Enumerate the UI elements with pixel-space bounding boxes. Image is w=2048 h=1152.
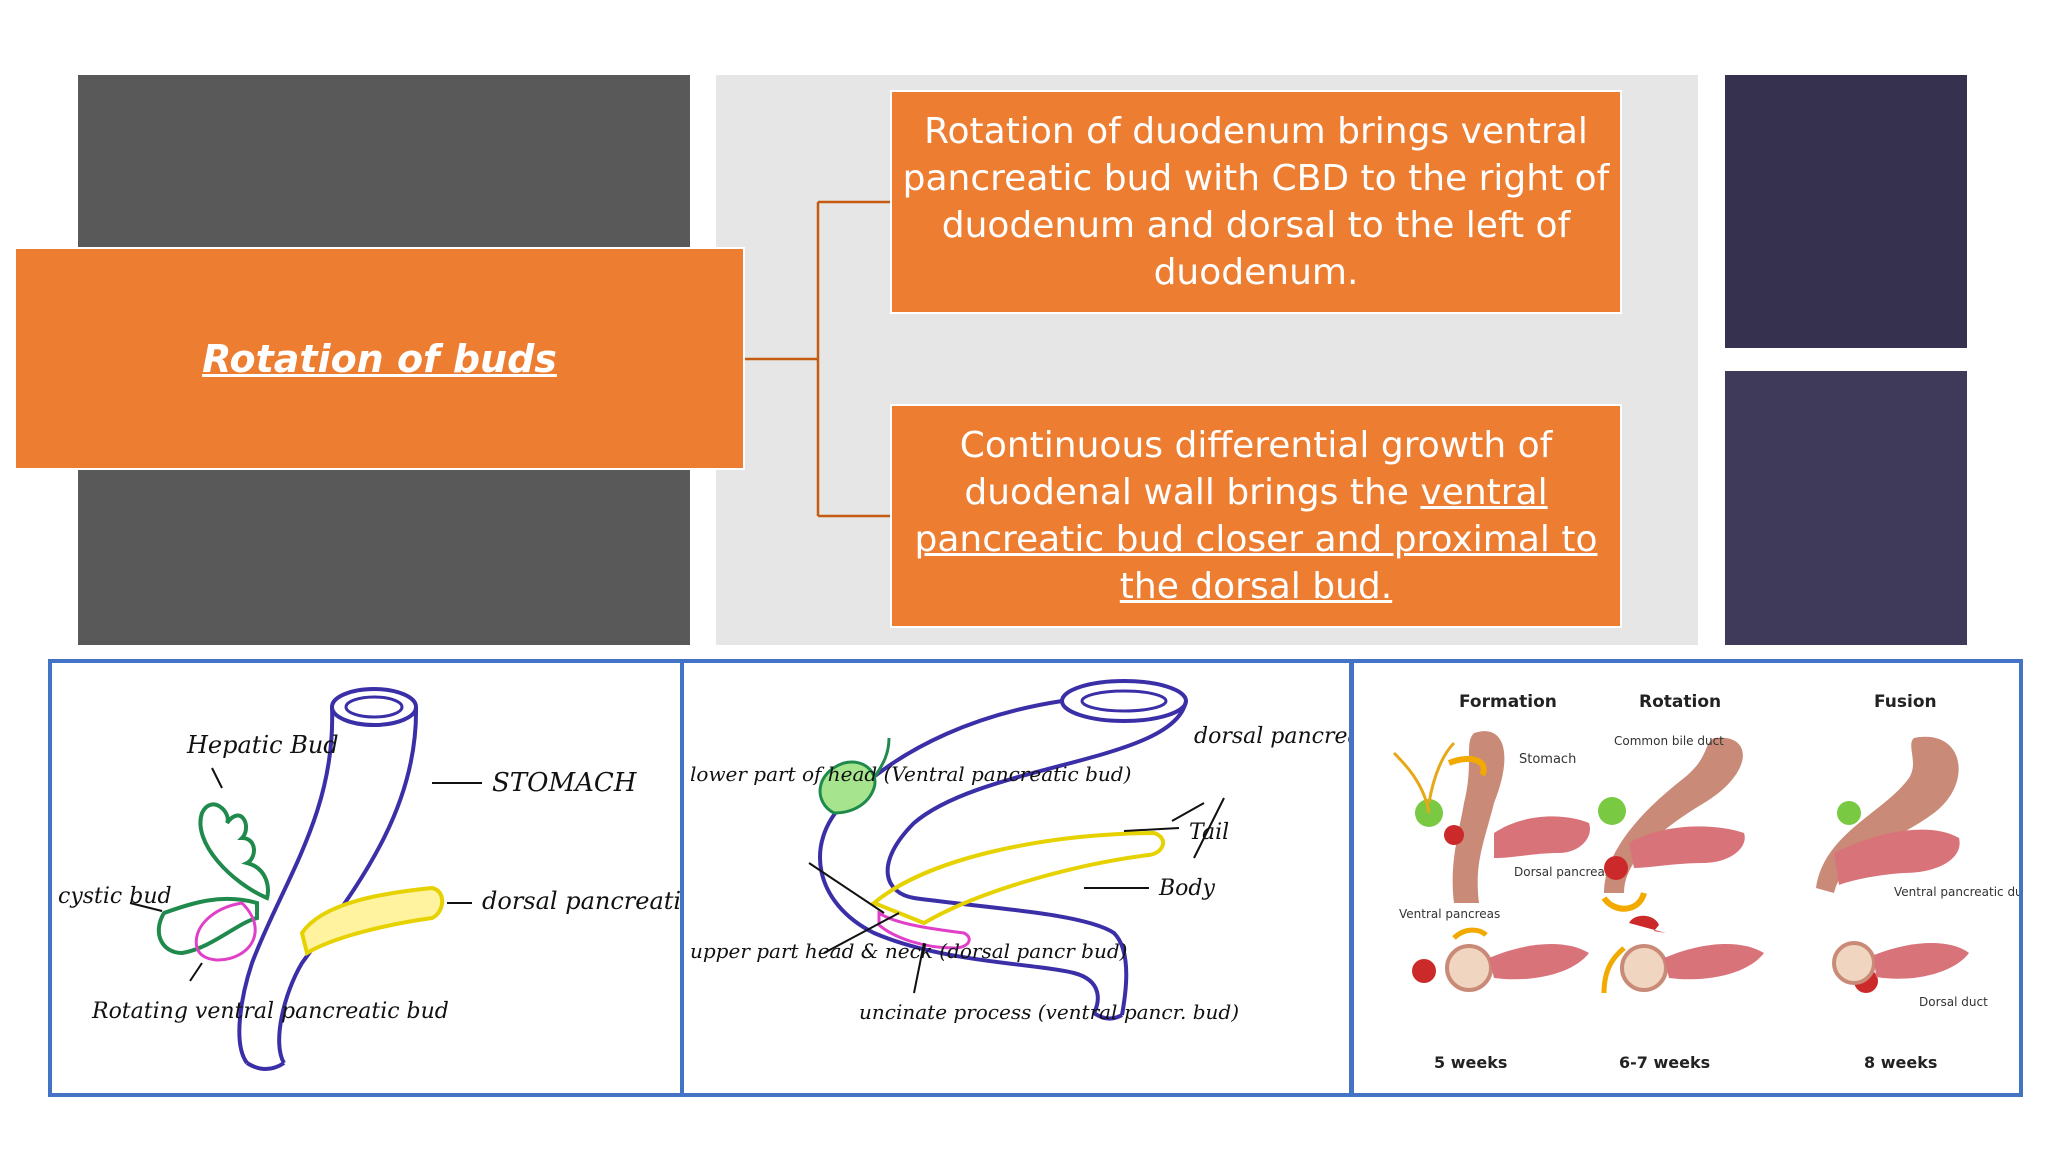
point-one-text: Rotation of duodenum brings ventral panc…	[902, 111, 1610, 293]
week-label-fusion: 8 weeks	[1864, 1053, 1937, 1072]
label-rotating-ventral-bud: Rotating ventral pancreatic bud	[91, 999, 449, 1024]
point-two-underlined: ventral pancreatic bud closer and proxim…	[914, 472, 1598, 607]
point-two-text: Continuous differential growth of duoden…	[900, 422, 1612, 610]
label-tail: Tail	[1189, 820, 1229, 845]
main-topic-box: Rotation of buds	[14, 247, 745, 470]
label-dorsal-bud: dorsal pancreatic bud	[1194, 724, 1349, 749]
label-lower-head: lower part of head (Ventral pancreatic b…	[690, 762, 1131, 786]
main-topic-title: Rotation of buds	[202, 336, 557, 381]
stage-title-formation: Formation	[1459, 692, 1557, 712]
figure-frame-stages: Formation Rotation Fusion Stomach Dorsal…	[1350, 659, 2034, 1097]
week-label-rotation: 6-7 weeks	[1619, 1053, 1710, 1072]
sketch-frame-pancreas-parts: dorsal pancreatic bud Tail Body lower pa…	[680, 659, 1438, 1097]
sketch-pancreas-drawing: dorsal pancreatic bud Tail Body lower pa…	[690, 679, 1438, 1024]
right-navy-block-top	[1725, 75, 1967, 348]
rotation-stage-art	[1598, 737, 1764, 994]
sketch-buds-drawing: Hepatic Bud STOMACH cystic bud dorsal pa…	[58, 687, 748, 1071]
fusion-stage-art	[1816, 736, 1969, 993]
stage-title-fusion: Fusion	[1874, 692, 1937, 712]
label-ventral-pancreas: Ventral pancreas	[1399, 907, 1500, 921]
week-label-formation: 5 weeks	[1434, 1053, 1507, 1072]
point-two-plain: Continuous differential growth of duoden…	[959, 425, 1553, 513]
label-hepatic-bud: Hepatic Bud	[186, 731, 339, 759]
label-stomach-fig: Stomach	[1519, 752, 1576, 767]
right-navy-block-bottom	[1725, 371, 1967, 645]
label-upper-head: upper part head & neck (dorsal pancr bud…	[690, 939, 1127, 963]
stage-title-rotation: Rotation	[1639, 692, 1721, 712]
point-one-box: Rotation of duodenum brings ventral panc…	[890, 90, 1622, 314]
label-dorsal-pancreas: Dorsal pancreas	[1514, 865, 1611, 879]
label-body: Body	[1158, 876, 1215, 901]
sketch-frame-buds: Hepatic Bud STOMACH cystic bud dorsal pa…	[48, 659, 748, 1097]
label-stomach: STOMACH	[492, 768, 638, 798]
label-dorsal-pancreatic-bud: dorsal pancreatic bud	[482, 887, 680, 915]
label-uncinate: uncinate process (ventral pancr. bud)	[859, 1000, 1239, 1024]
stages-illustration: Formation Rotation Fusion Stomach Dorsal…	[1392, 692, 2034, 1072]
label-ventral-duct: Ventral pancreatic duct	[1894, 885, 2019, 899]
point-two-box: Continuous differential growth of duoden…	[890, 404, 1622, 628]
label-cystic-bud: cystic bud	[58, 884, 172, 909]
label-common-bile-duct: Common bile duct	[1614, 734, 1724, 748]
hierarchy-connectors	[745, 200, 890, 518]
formation-stage-art	[1392, 731, 1590, 992]
label-dorsal-duct: Dorsal duct	[1919, 995, 1988, 1009]
